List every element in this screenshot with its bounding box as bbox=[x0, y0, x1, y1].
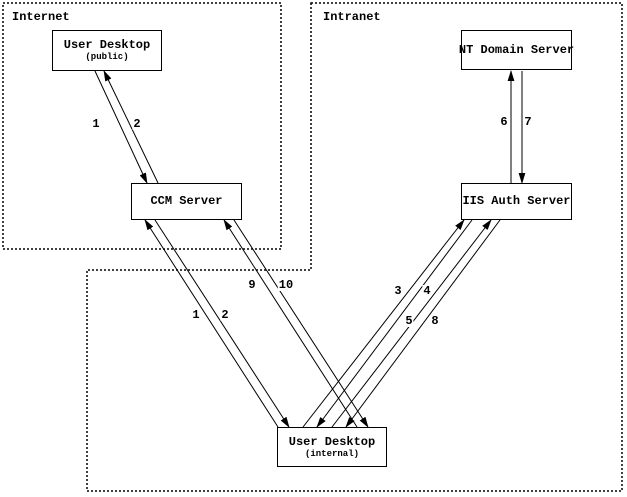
edge-label-5: 5 bbox=[404, 314, 414, 328]
edge-label-1-upper: 1 bbox=[91, 117, 101, 131]
edge-label-7: 7 bbox=[523, 115, 533, 129]
node-title: IIS Auth Server bbox=[462, 194, 571, 208]
edge-label-10: 10 bbox=[277, 278, 295, 292]
edge-label-2-upper: 2 bbox=[132, 117, 142, 131]
edge-line-1-public-to-ccm bbox=[94, 70, 148, 184]
node-subtitle: (internal) bbox=[304, 448, 359, 459]
edge-line-2-ccm-to-public bbox=[103, 70, 159, 184]
node-user-desktop-public: User Desktop (public) bbox=[52, 30, 162, 71]
node-title: User Desktop bbox=[63, 38, 151, 52]
edge-label-6: 6 bbox=[499, 115, 509, 129]
edge-label-1-lower: 1 bbox=[191, 308, 201, 322]
node-user-desktop-internal: User Desktop (internal) bbox=[277, 427, 387, 467]
edge-label-3: 3 bbox=[393, 284, 403, 298]
node-iis-auth-server: IIS Auth Server bbox=[461, 183, 572, 220]
node-subtitle: (public) bbox=[85, 52, 129, 62]
region-outline-intranet bbox=[86, 2, 623, 492]
edge-line-3-internal-to-iis bbox=[302, 219, 465, 428]
edge-line-4-iis-to-internal bbox=[316, 219, 473, 428]
edge-label-9: 9 bbox=[247, 278, 257, 292]
node-title: NT Domain Server bbox=[458, 42, 575, 57]
edge-label-4: 4 bbox=[422, 284, 432, 298]
node-title: User Desktop bbox=[288, 434, 376, 449]
node-ccm-server: CCM Server bbox=[131, 183, 242, 220]
edge-label-2-lower: 2 bbox=[220, 308, 230, 322]
edge-label-8: 8 bbox=[430, 314, 440, 328]
node-title: CCM Server bbox=[150, 194, 223, 208]
node-nt-domain-server: NT Domain Server bbox=[458, 30, 575, 70]
edge-line-10-ccm-to-internal bbox=[233, 219, 369, 428]
edge-line-1-internal-to-ccm bbox=[144, 219, 279, 428]
region-label-internet: Internet bbox=[12, 10, 70, 24]
region-label-intranet: Intranet bbox=[323, 10, 381, 24]
edge-line-9-internal-to-ccm bbox=[223, 219, 358, 428]
region-outline-internet bbox=[2, 2, 282, 250]
edge-line-2-ccm-to-internal bbox=[154, 219, 290, 428]
edge-line-8-iis-to-internal bbox=[345, 219, 501, 428]
